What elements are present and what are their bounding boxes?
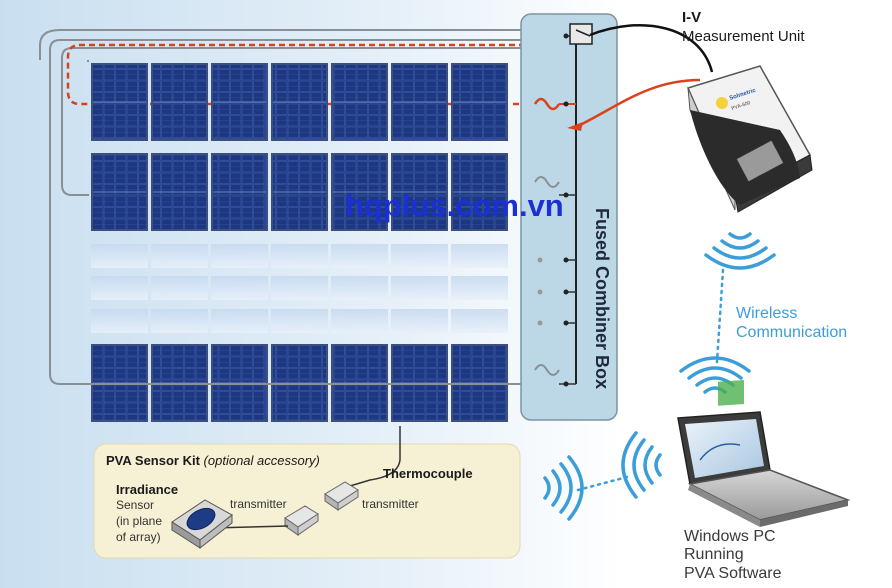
software-chart-area	[718, 379, 744, 406]
faded-panel	[91, 276, 148, 300]
faded-panel	[391, 276, 448, 300]
faded-panel	[151, 244, 208, 268]
wireless-waves-pc-left-icon	[621, 431, 662, 499]
faded-panel	[211, 276, 268, 300]
device-model: PVA-600	[731, 100, 752, 112]
irradiance-transmitter	[284, 505, 319, 536]
faded-panel	[271, 309, 328, 333]
solar-panel	[391, 153, 448, 231]
thermocouple-label: Thermocouple	[383, 466, 473, 481]
iv-unit-title: I-V	[682, 9, 701, 26]
faded-panel	[451, 244, 508, 268]
faded-panel	[91, 309, 148, 333]
transmitter-label-2: transmitter	[362, 497, 419, 511]
windows-pc-laptop	[677, 379, 851, 527]
solmetric-logo-icon	[716, 97, 728, 109]
thermocouple-wire	[349, 426, 401, 487]
solar-panel	[211, 153, 268, 231]
combiner-top-switch	[569, 23, 593, 45]
sensor-kit-heading: PVA Sensor Kit (optional accessory)	[106, 453, 320, 468]
combiner-terminal-dots	[537, 33, 569, 387]
black-lead	[589, 24, 714, 73]
wireless-label-line1: Wireless	[736, 305, 797, 322]
pc-label-line3: PVA Software	[684, 565, 782, 582]
faded-panel	[451, 276, 508, 300]
faded-panel-rows	[91, 244, 508, 333]
faded-panel	[151, 309, 208, 333]
faded-panel	[211, 244, 268, 268]
solar-panel	[151, 153, 208, 231]
irradiance-line3: of array)	[116, 530, 161, 544]
wireless-waves-sensor-icon	[543, 455, 584, 521]
iv-measurement-unit: Solmetric PVA-600	[686, 65, 813, 213]
faded-panel	[331, 276, 388, 300]
solar-panel	[91, 153, 148, 231]
irradiance-line1: Sensor	[116, 498, 154, 512]
wireless-link-horizontal	[576, 475, 629, 492]
faded-panel	[271, 244, 328, 268]
watermark: hqplus.com.vn	[345, 188, 564, 223]
faded-panel	[391, 309, 448, 333]
iv-unit-subtitle: Measurement Unit	[682, 28, 805, 45]
solar-panel	[451, 153, 508, 231]
gray-string-wiring	[39, 29, 575, 385]
solar-panel	[451, 63, 508, 141]
faded-panel	[211, 309, 268, 333]
combiner-internals	[533, 35, 577, 385]
irradiance-line2: (in plane	[116, 514, 162, 528]
sensor-kit-title: PVA Sensor Kit	[106, 453, 201, 468]
wireless-link-vertical	[715, 268, 725, 364]
faded-panel	[451, 309, 508, 333]
faded-panel	[91, 244, 148, 268]
faded-panel	[271, 276, 328, 300]
red-clip	[567, 122, 583, 131]
combiner-box-label: Fused Combiner Box	[592, 208, 612, 389]
solar-panel	[271, 63, 328, 141]
solar-panel	[331, 153, 388, 231]
red-dashed-lead	[66, 43, 565, 106]
sensor-kit-subtitle: (optional accessory)	[204, 453, 320, 468]
irradiance-title: Irradiance	[116, 482, 178, 497]
solar-panel	[391, 63, 448, 141]
faded-panel	[151, 276, 208, 300]
fused-combiner-box	[520, 13, 618, 421]
faded-panel	[391, 244, 448, 268]
solar-panel	[331, 63, 388, 141]
faded-panel	[331, 309, 388, 333]
wireless-label-line2: Communication	[736, 324, 847, 341]
thermocouple-transmitter	[324, 481, 359, 511]
pc-label-line1: Windows PC	[684, 528, 776, 545]
solar-panel	[211, 63, 268, 141]
wireless-waves-iv-icon	[704, 232, 776, 270]
solar-panel	[271, 153, 328, 231]
irradiance-sensor	[171, 499, 233, 550]
solar-panel	[151, 63, 208, 141]
red-lead	[579, 78, 701, 127]
faded-panel	[331, 244, 388, 268]
transmitter-label-1: transmitter	[230, 497, 287, 511]
pc-label-line2: Running	[684, 546, 744, 563]
solar-panel	[91, 63, 148, 141]
